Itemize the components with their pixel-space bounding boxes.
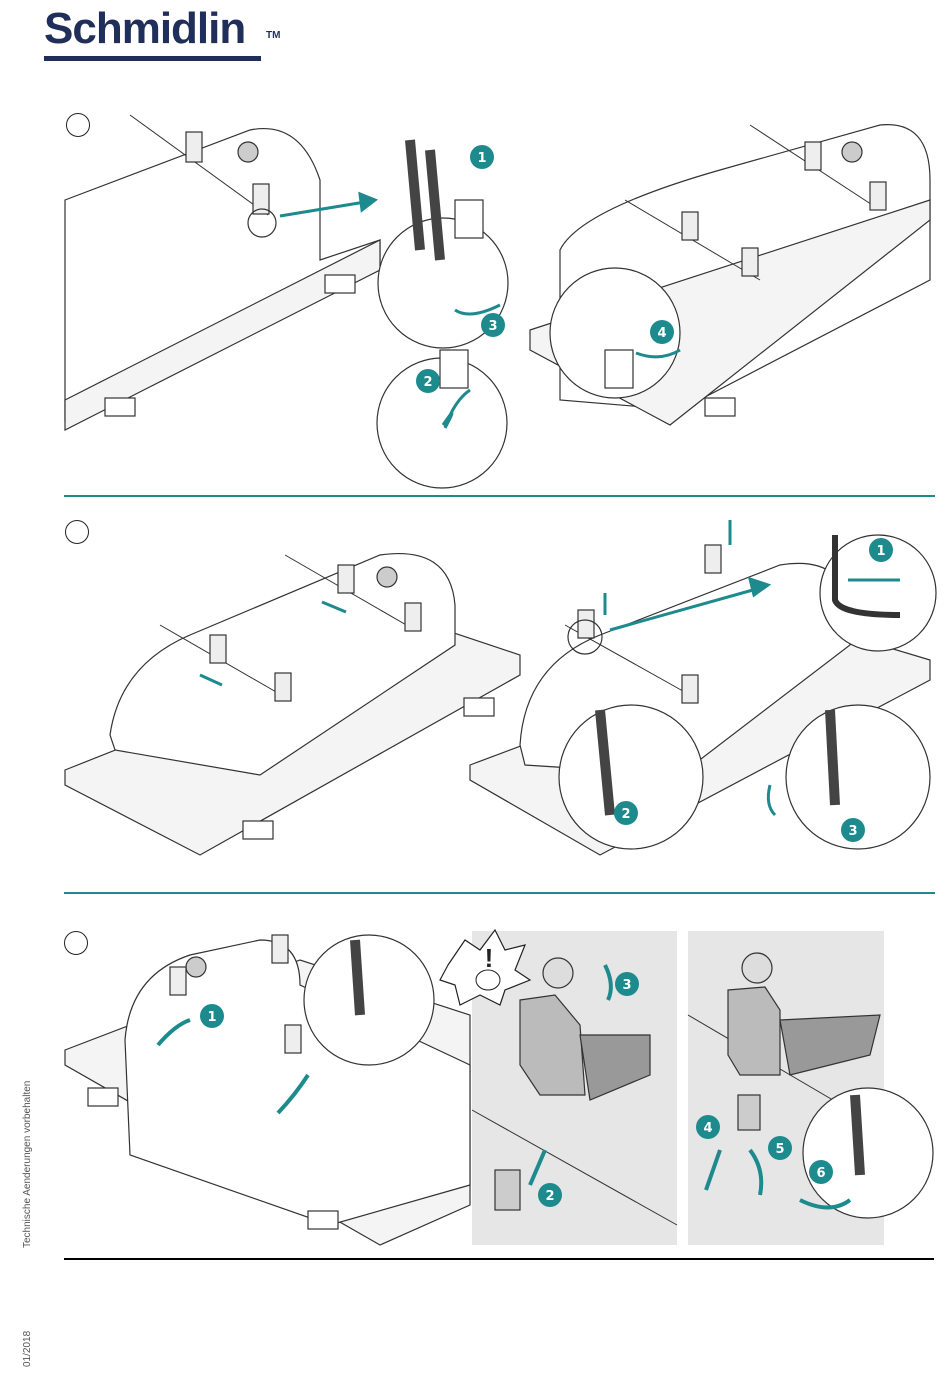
svg-text:3: 3 [848,824,857,839]
clamp-icon [682,675,698,703]
svg-text:1: 1 [207,1010,216,1025]
clamp-icon [210,635,226,663]
clamp-icon [805,142,821,170]
warning-exclamation-icon: ! [485,943,494,973]
svg-text:2: 2 [423,375,432,390]
drain-icon [186,957,206,977]
svg-text:5: 5 [775,1142,784,1157]
svg-text:1: 1 [477,151,486,166]
clamp-icon [275,673,291,701]
clamp-icon [705,545,721,573]
print-date: 01/2018 [22,1331,33,1367]
clamp-icon [272,935,288,963]
svg-text:4: 4 [657,326,666,341]
clamp-icon [682,212,698,240]
drain-icon [842,142,862,162]
support-block-icon [325,275,355,293]
step1-illustration: 1 2 3 4 [0,100,950,570]
step3-illustration: ! 1 2 3 4 5 6 [0,925,950,1255]
clamp-icon [338,565,354,593]
brand-logo: Schmidlin [44,4,245,54]
clamp-icon [742,248,758,276]
clamp-icon [870,182,886,210]
svg-text:2: 2 [621,807,630,822]
tension-plate-icon [495,1170,520,1210]
svg-text:2: 2 [545,1189,554,1204]
clamp-icon [728,987,780,1075]
brand-trademark: TM [266,30,280,41]
tension-plate-icon [738,1095,760,1130]
detail-circle-2 [803,1088,933,1218]
support-block-icon [105,398,135,416]
support-block-icon [308,1211,338,1229]
detail-circle-2 [559,705,703,849]
drain-icon [238,142,258,162]
svg-text:1: 1 [876,544,885,559]
section-divider-2 [64,892,935,894]
clamp-icon [285,1025,301,1053]
clamp-icon [405,603,421,631]
adjust-knob-icon [742,953,772,983]
installer-face-icon [476,970,500,990]
brand-underline [44,56,261,61]
svg-text:4: 4 [703,1121,712,1136]
support-block-icon [243,821,273,839]
svg-text:6: 6 [816,1166,825,1181]
support-block-icon [88,1088,118,1106]
support-block-icon [705,398,735,416]
detail-circle-1 [304,935,434,1065]
bottom-rule [64,1258,934,1260]
adjust-knob-icon [543,958,573,988]
clamp-icon [578,610,594,638]
clamp-icon [186,132,202,162]
clamp-icon [170,967,186,995]
support-block-icon [464,698,494,716]
step2-illustration: 1 2 3 [0,515,950,865]
drain-icon [377,567,397,587]
svg-text:3: 3 [622,978,631,993]
svg-text:3: 3 [488,319,497,334]
